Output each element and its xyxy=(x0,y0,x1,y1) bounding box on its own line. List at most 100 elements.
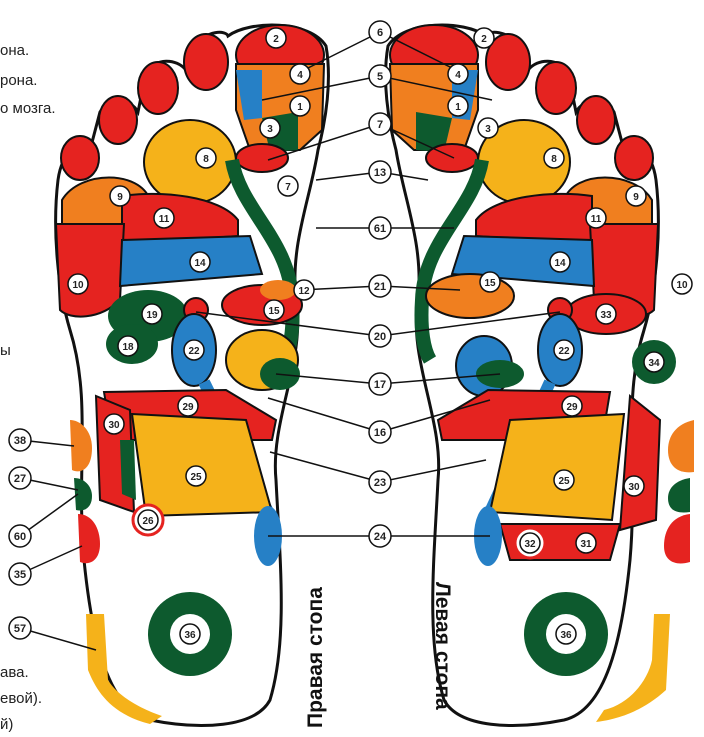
center-marker-16: 16 xyxy=(369,421,391,443)
center-marker-7: 7 xyxy=(369,113,391,135)
marker-number: 29 xyxy=(182,402,194,413)
right-foot-marker-8: 8 xyxy=(196,148,216,168)
left-edge-orange xyxy=(668,420,694,472)
right-toe-red-small xyxy=(236,144,288,172)
marker-number: 12 xyxy=(298,286,310,297)
marker-number: 36 xyxy=(560,630,572,641)
right-foot-marker-15: 15 xyxy=(264,300,284,320)
marker-number: 16 xyxy=(374,427,386,439)
marker-number: 4 xyxy=(455,70,461,81)
marker-number: 11 xyxy=(591,214,602,225)
left-foot-marker-25: 25 xyxy=(554,470,574,490)
left-toe-4 xyxy=(577,96,615,144)
marker-number: 30 xyxy=(628,482,640,493)
right-zone-8 xyxy=(144,120,236,204)
marker-number: 32 xyxy=(524,539,536,550)
left-foot-marker-4: 4 xyxy=(448,64,468,84)
right-foot-marker-3: 3 xyxy=(260,118,280,138)
right-foot-marker-2: 2 xyxy=(266,28,286,48)
right-foot-marker-19: 19 xyxy=(142,304,162,324)
marker-number: 21 xyxy=(374,281,386,293)
marker-number: 11 xyxy=(159,214,170,225)
edge-text-4: ы xyxy=(0,342,11,359)
edge-text-6: евой). xyxy=(0,690,42,707)
center-marker-6: 6 xyxy=(369,21,391,43)
right-foot-marker-10: 10 xyxy=(68,274,88,294)
marker-number: 57 xyxy=(14,623,26,635)
right-foot-marker-29: 29 xyxy=(178,396,198,416)
marker-number: 18 xyxy=(122,342,134,353)
center-marker-24: 24 xyxy=(369,525,391,547)
center-marker-5: 5 xyxy=(369,65,391,87)
marker-number: 14 xyxy=(554,258,566,269)
leader-line xyxy=(20,628,96,650)
marker-number: 26 xyxy=(142,516,154,527)
left-foot-marker-1: 1 xyxy=(448,96,468,116)
left-foot-marker-15: 15 xyxy=(480,272,500,292)
marker-number: 20 xyxy=(374,331,386,343)
side-marker-57: 57 xyxy=(9,617,31,639)
right-foot-marker-1: 1 xyxy=(290,96,310,116)
left-edge-green xyxy=(668,478,690,512)
marker-number: 15 xyxy=(268,306,280,317)
right-toe-3 xyxy=(138,62,178,114)
right-foot-marker-22: 22 xyxy=(184,340,204,360)
right-foot-marker-18: 18 xyxy=(118,336,138,356)
marker-number: 30 xyxy=(108,420,120,431)
marker-number: 31 xyxy=(580,539,592,550)
left-foot-marker-30: 30 xyxy=(624,476,644,496)
left-foot-label: Левая стопа xyxy=(431,582,454,710)
right-toe-2 xyxy=(184,34,228,90)
side-marker-35: 35 xyxy=(9,563,31,585)
marker-number: 10 xyxy=(676,280,688,291)
center-marker-21: 21 xyxy=(369,275,391,297)
left-zone-25 xyxy=(490,414,624,520)
marker-number: 19 xyxy=(146,310,158,321)
marker-number: 7 xyxy=(377,119,383,131)
left-foot-marker-29: 29 xyxy=(562,396,582,416)
center-marker-17: 17 xyxy=(369,373,391,395)
left-foot-marker-9: 9 xyxy=(626,186,646,206)
marker-number: 33 xyxy=(600,310,612,321)
right-foot-marker-9: 9 xyxy=(110,186,130,206)
left-foot-marker-22: 22 xyxy=(554,340,574,360)
marker-number: 24 xyxy=(374,531,387,543)
edge-text-7: й) xyxy=(0,716,13,733)
marker-number: 25 xyxy=(558,476,570,487)
marker-number: 61 xyxy=(374,223,386,235)
left-toe-3 xyxy=(536,62,576,114)
marker-number: 1 xyxy=(297,102,303,113)
marker-number: 9 xyxy=(117,192,123,203)
right-foot-marker-14: 14 xyxy=(190,252,210,272)
marker-number: 5 xyxy=(377,71,383,83)
left-foot-marker-2: 2 xyxy=(474,28,494,48)
right-toe-5 xyxy=(61,136,99,180)
marker-number: 14 xyxy=(194,258,206,269)
right-foot-marker-7: 7 xyxy=(278,176,298,196)
marker-number: 17 xyxy=(374,379,386,391)
left-foot-marker-8: 8 xyxy=(544,148,564,168)
right-foot-marker-30: 30 xyxy=(104,414,124,434)
marker-number: 7 xyxy=(285,182,291,193)
marker-number: 8 xyxy=(551,154,557,165)
edge-text-5: ава. xyxy=(0,664,29,681)
left-foot-marker-11: 11 xyxy=(586,208,606,228)
marker-number: 34 xyxy=(648,358,660,369)
marker-number: 9 xyxy=(633,192,639,203)
right-foot-marker-12: 12 xyxy=(294,280,314,300)
edge-text-1: она. xyxy=(0,42,29,59)
marker-number: 2 xyxy=(481,34,487,45)
marker-number: 3 xyxy=(267,124,273,135)
right-toe-4 xyxy=(99,96,137,144)
marker-number: 13 xyxy=(374,167,386,179)
marker-number: 29 xyxy=(566,402,578,413)
left-zone-15 xyxy=(426,274,514,318)
left-toe-5 xyxy=(615,136,653,180)
right-zone-green-edge xyxy=(120,440,136,500)
left-foot-marker-3: 3 xyxy=(478,118,498,138)
marker-number: 22 xyxy=(558,346,570,357)
side-marker-27: 27 xyxy=(9,467,31,489)
marker-number: 25 xyxy=(190,472,202,483)
left-foot-marker-34: 34 xyxy=(644,352,664,372)
marker-number: 22 xyxy=(188,346,200,357)
